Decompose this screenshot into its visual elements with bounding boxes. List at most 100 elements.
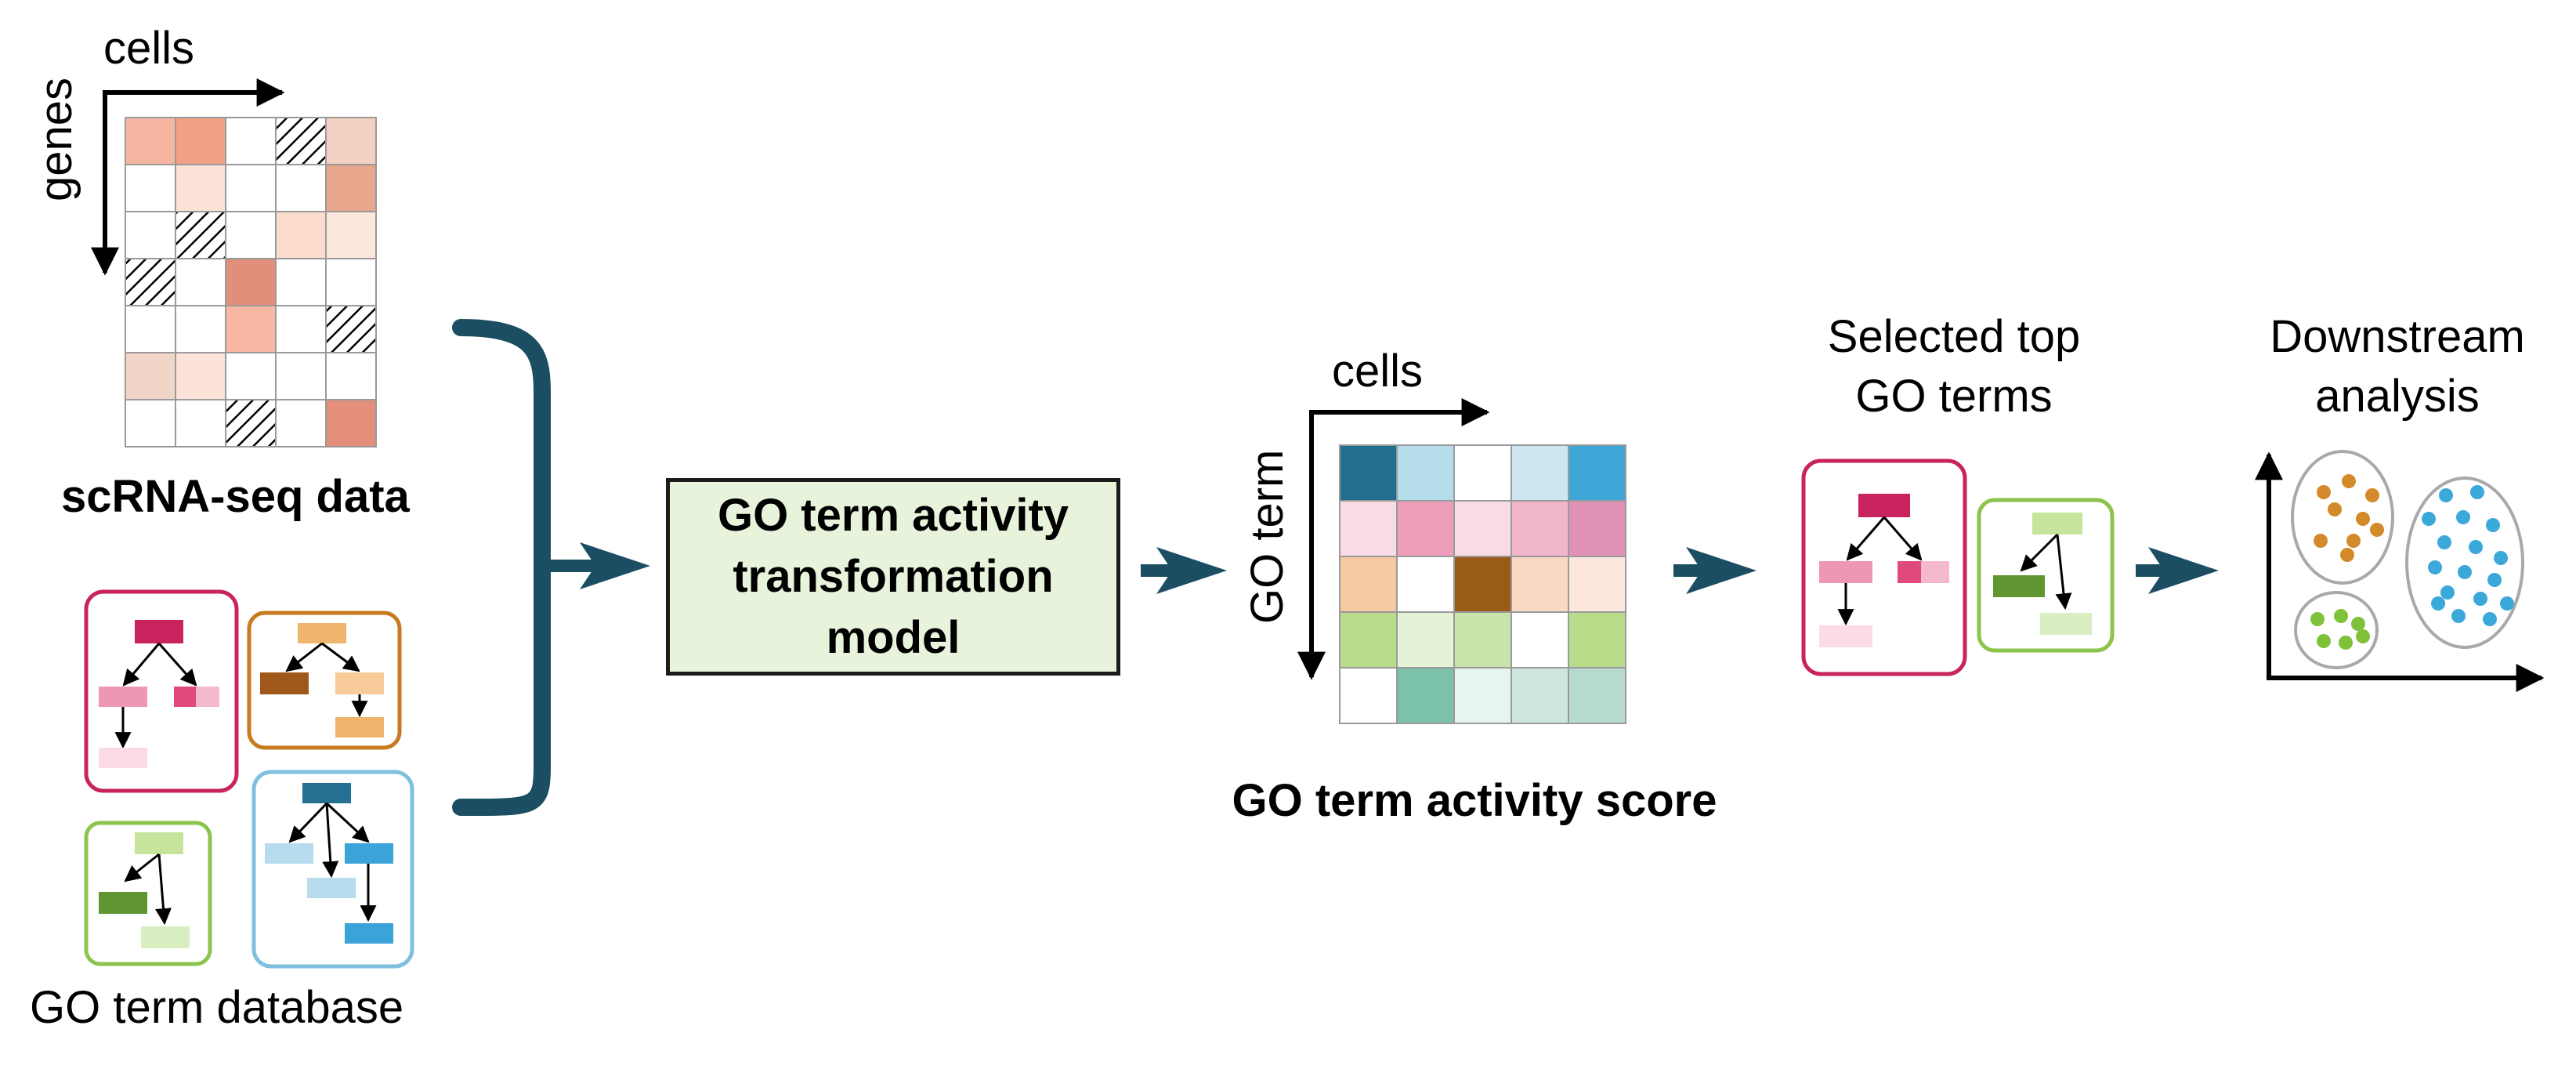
scrna-cell (125, 305, 176, 353)
activity-cell (1453, 500, 1512, 557)
cluster-dot (2428, 560, 2442, 574)
scrna-axis-x-label: cells (103, 23, 195, 74)
activity-cell (1453, 444, 1512, 502)
activity-cell (1339, 500, 1398, 557)
model-line-2: transformation (733, 551, 1054, 602)
scrna-cell (125, 352, 176, 400)
cluster-dot (2439, 488, 2453, 502)
selected-title-line-2: GO terms (1855, 371, 2053, 422)
cluster-dot (2486, 518, 2500, 532)
downstream-axes (2255, 451, 2545, 692)
activity-cell (1568, 667, 1626, 724)
activity-cell (1511, 444, 1569, 502)
scrna-axis-y-label: genes (31, 77, 81, 202)
activity-cell (1396, 500, 1455, 557)
cluster-dot (2456, 510, 2470, 524)
cluster-dot (2440, 585, 2455, 600)
cluster-dot (2334, 609, 2348, 623)
arrow-to-activity (1141, 547, 1227, 594)
cluster-dot (2339, 636, 2353, 650)
arrow-to-downstream (2136, 547, 2219, 594)
cluster-dot (2356, 512, 2370, 526)
scrna-cell (125, 258, 176, 306)
cluster-dot (2451, 609, 2466, 623)
go-tree-blue (251, 770, 414, 969)
scrna-cell (125, 399, 176, 448)
scrna-cell (225, 352, 277, 400)
scrna-cell (225, 164, 277, 212)
selected-title: Selected top GO terms (1828, 307, 2080, 426)
scrna-cell (325, 352, 377, 400)
scrna-cell (175, 399, 226, 448)
arrow-to-model (550, 542, 650, 589)
cluster-dot (2422, 512, 2436, 526)
scrna-cell (325, 211, 377, 259)
selected-tree-green (1977, 498, 2115, 653)
cluster-dot (2500, 596, 2514, 611)
model-line-3: model (826, 612, 961, 663)
activity-cell (1339, 556, 1398, 613)
activity-cell (1568, 500, 1626, 557)
activity-cell (1511, 556, 1569, 613)
scrna-cell (175, 305, 226, 353)
scrna-cell (125, 117, 176, 165)
cluster-dot (2351, 617, 2365, 631)
scrna-cell (175, 117, 226, 165)
scrna-axes (91, 78, 285, 276)
scrna-cell (275, 164, 327, 212)
cluster-dot (2473, 592, 2487, 606)
scrna-cell (275, 399, 327, 448)
go-tree-pink (84, 589, 239, 793)
go-tree-green (84, 821, 212, 966)
selected-tree-pink (1801, 458, 1967, 676)
scrna-cell (225, 117, 277, 165)
scrna-cell (175, 352, 226, 400)
activity-cell (1396, 667, 1455, 724)
downstream-title-line-1: Downstream (2270, 311, 2525, 362)
activity-cell (1396, 444, 1455, 502)
cluster-dot (2328, 502, 2342, 516)
cluster-dot (2431, 596, 2445, 611)
scrna-title: scRNA-seq data (61, 471, 410, 522)
cluster-dot (2494, 551, 2508, 565)
downstream-title-line-2: analysis (2315, 371, 2480, 422)
scrna-cell (325, 305, 377, 353)
arrow-to-selected (1673, 547, 1757, 594)
scrna-cell (175, 258, 226, 306)
activity-cell (1453, 667, 1512, 724)
cluster-dot (2437, 535, 2451, 549)
cluster-dot (2487, 573, 2502, 587)
cluster-dot (2365, 488, 2379, 502)
activity-cell (1453, 611, 1512, 669)
cluster-dot (2314, 534, 2328, 548)
scrna-cell (275, 211, 327, 259)
activity-cell (1568, 444, 1626, 502)
scrna-cell (175, 211, 226, 259)
downstream-title: Downstream analysis (2270, 307, 2525, 426)
model-line-1: GO term activity (717, 490, 1069, 541)
scrna-cell (275, 258, 327, 306)
transformation-model-box: GO term activity transformation model (666, 478, 1120, 676)
activity-cell (1339, 667, 1398, 724)
activity-cell (1396, 611, 1455, 669)
scrna-cell (225, 211, 277, 259)
activity-axes (1297, 398, 1490, 680)
activity-cell (1511, 611, 1569, 669)
scrna-cell (225, 399, 277, 448)
downstream-clusters (2291, 450, 2524, 669)
activity-axis-x-label: cells (1332, 346, 1424, 397)
go-database-title: GO term database (30, 982, 404, 1033)
cluster-dot (2342, 474, 2356, 488)
activity-cell (1339, 611, 1398, 669)
cluster-dot (2356, 629, 2370, 643)
activity-cell (1339, 444, 1398, 502)
activity-cell (1511, 500, 1569, 557)
activity-cell (1511, 667, 1569, 724)
cluster-dot (2469, 540, 2483, 554)
activity-axis-y-label: GO term (1242, 449, 1293, 624)
cluster-dot (2470, 485, 2484, 499)
scrna-cell (275, 117, 327, 165)
activity-cell (1453, 556, 1512, 613)
cluster-dot (2340, 548, 2354, 562)
